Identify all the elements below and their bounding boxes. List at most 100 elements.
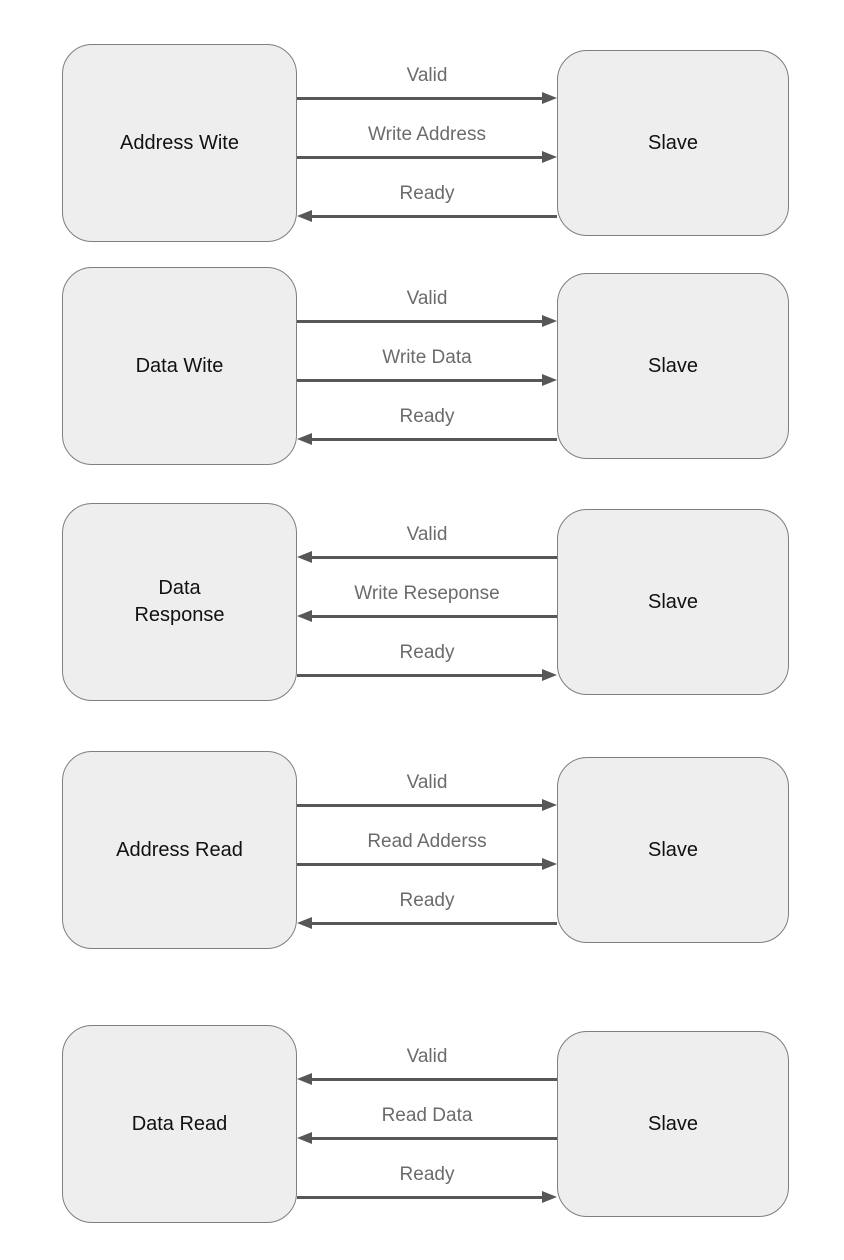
arrowhead-icon [542, 315, 557, 327]
signal-payload: Read Data [297, 1104, 557, 1145]
arrow-shaft [312, 437, 557, 441]
arrowhead-icon [542, 799, 557, 811]
arrow-shaft [312, 1077, 557, 1081]
signal-label: Write Address [368, 123, 486, 145]
signal-arrow [297, 610, 557, 623]
arrowhead-icon [542, 374, 557, 386]
arrow-shaft [312, 921, 557, 925]
signal-group: Valid Write Reseponse Ready [297, 523, 557, 682]
signal-arrow [297, 917, 557, 930]
arrow-shaft [312, 555, 557, 559]
slave-box-label: Slave [647, 838, 699, 861]
signal-payload: Write Address [297, 123, 557, 164]
channel-box-address-write: Address Wite [62, 44, 297, 242]
signal-group: Valid Write Data Ready [297, 287, 557, 446]
signal-valid: Valid [297, 771, 557, 812]
slave-box-label: Slave [647, 131, 699, 154]
arrowhead-icon [542, 669, 557, 681]
arrowhead-icon [297, 433, 312, 445]
signal-arrow [297, 1073, 557, 1086]
signal-group: Valid Read Adderss Ready [297, 771, 557, 930]
signal-arrow [297, 210, 557, 223]
channel-row-address-write: Address Wite Valid Write Address Ready S… [0, 44, 844, 242]
channel-row-data-response: Data Response Valid Write Reseponse Read… [0, 503, 844, 701]
signal-ready: Ready [297, 641, 557, 682]
slave-box-label: Slave [647, 1112, 699, 1135]
signal-label: Ready [399, 182, 455, 204]
arrowhead-icon [297, 551, 312, 563]
arrow-shaft [297, 1195, 542, 1199]
signal-arrow [297, 315, 557, 328]
slave-box: Slave [557, 1031, 789, 1217]
arrowhead-icon [542, 151, 557, 163]
signal-arrow [297, 858, 557, 871]
channel-box-label: Address Wite [120, 131, 239, 154]
channel-box-label: Data Wite [135, 354, 224, 377]
channel-box-data-read: Data Read [62, 1025, 297, 1223]
signal-ready: Ready [297, 889, 557, 930]
slave-box: Slave [557, 757, 789, 943]
channel-row-address-read: Address Read Valid Read Adderss Ready Sl… [0, 751, 844, 949]
signal-arrow [297, 1132, 557, 1145]
channel-row-data-read: Data Read Valid Read Data Ready Slave [0, 1025, 844, 1223]
signal-label: Valid [406, 523, 448, 545]
signal-arrow [297, 669, 557, 682]
arrow-shaft [297, 378, 542, 382]
arrowhead-icon [542, 92, 557, 104]
signal-valid: Valid [297, 64, 557, 105]
channel-box-data-write: Data Wite [62, 267, 297, 465]
channel-box-label: Address Read [116, 838, 243, 861]
signal-label: Valid [406, 1045, 448, 1067]
signal-label: Ready [399, 641, 455, 663]
signal-ready: Ready [297, 405, 557, 446]
signal-payload: Write Reseponse [297, 582, 557, 623]
arrowhead-icon [297, 1073, 312, 1085]
slave-box: Slave [557, 273, 789, 459]
arrowhead-icon [297, 210, 312, 222]
signal-label: Valid [406, 287, 448, 309]
arrowhead-icon [297, 917, 312, 929]
signal-arrow [297, 551, 557, 564]
signal-label: Ready [399, 405, 455, 427]
signal-label: Write Data [382, 346, 472, 368]
slave-box-label: Slave [647, 354, 699, 377]
signal-label: Valid [406, 64, 448, 86]
slave-box-label: Slave [647, 590, 699, 613]
signal-label: Read Adderss [367, 830, 487, 852]
arrow-shaft [297, 96, 542, 100]
channel-box-data-response: Data Response [62, 503, 297, 701]
signal-label: Ready [399, 889, 455, 911]
channel-box-label: Data Response [134, 577, 225, 626]
signal-ready: Ready [297, 1163, 557, 1204]
signal-valid: Valid [297, 1045, 557, 1086]
signal-valid: Valid [297, 523, 557, 564]
signal-arrow [297, 151, 557, 164]
signal-ready: Ready [297, 182, 557, 223]
signal-arrow [297, 433, 557, 446]
signal-arrow [297, 1191, 557, 1204]
slave-box: Slave [557, 509, 789, 695]
signal-label: Ready [399, 1163, 455, 1185]
signal-label: Write Reseponse [354, 582, 500, 604]
arrow-shaft [297, 319, 542, 323]
signal-group: Valid Read Data Ready [297, 1045, 557, 1204]
slave-box: Slave [557, 50, 789, 236]
channel-box-label: Data Read [131, 1112, 228, 1135]
arrowhead-icon [297, 1132, 312, 1144]
signal-valid: Valid [297, 287, 557, 328]
arrow-shaft [297, 673, 542, 677]
arrow-shaft [312, 614, 557, 618]
arrow-shaft [312, 214, 557, 218]
arrow-shaft [312, 1136, 557, 1140]
signal-label: Read Data [381, 1104, 473, 1126]
signal-group: Valid Write Address Ready [297, 64, 557, 223]
arrow-shaft [297, 862, 542, 866]
signal-payload: Write Data [297, 346, 557, 387]
signal-payload: Read Adderss [297, 830, 557, 871]
signal-arrow [297, 92, 557, 105]
signal-arrow [297, 374, 557, 387]
arrowhead-icon [542, 858, 557, 870]
signal-arrow [297, 799, 557, 812]
channel-row-data-write: Data Wite Valid Write Data Ready Slave [0, 267, 844, 465]
